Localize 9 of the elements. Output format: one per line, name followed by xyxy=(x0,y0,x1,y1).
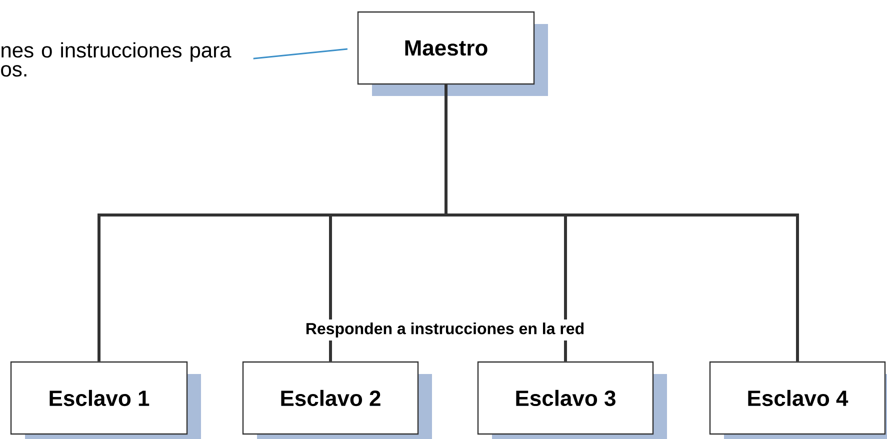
process-box: Esclavo 3 xyxy=(477,361,667,439)
process-box: Maestro xyxy=(357,11,548,96)
process-box: Esclavo 1 xyxy=(10,361,201,439)
connector-line xyxy=(444,84,799,362)
leader-line xyxy=(253,48,348,60)
process-box: Esclavo 2 xyxy=(242,361,432,439)
note-text: nes o instrucciones para os. xyxy=(1,42,232,77)
process-box: Esclavo 4 xyxy=(709,361,887,439)
caption-text: Responden a instrucciones en la red xyxy=(302,320,588,340)
